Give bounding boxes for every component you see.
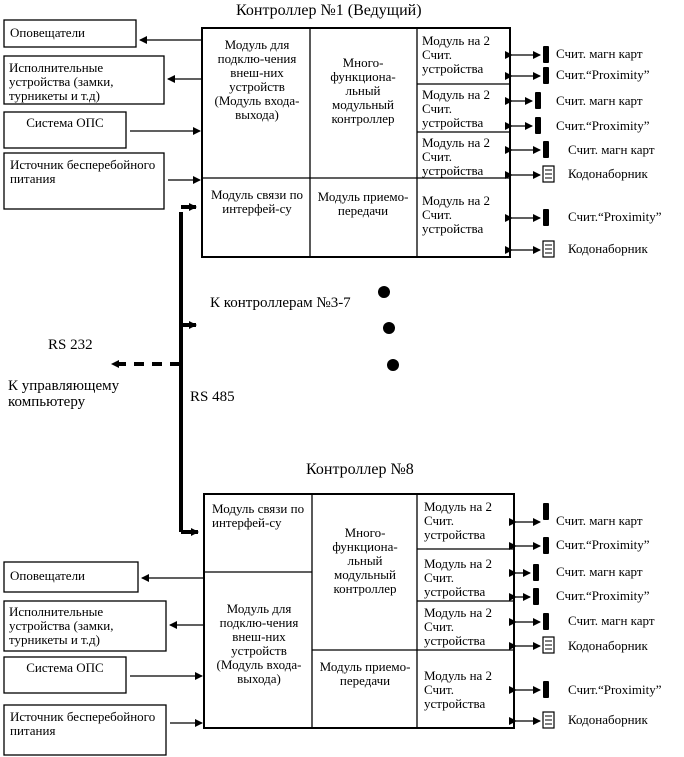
c8-device: Счит.“Proximity” [556, 588, 650, 603]
c8-trx-module: Модуль приемо-передачи [319, 659, 411, 689]
c1-device: Кодонаборник [568, 241, 648, 256]
c8-reader-module: Модуль на 2 Счит. устройства [424, 668, 493, 712]
c8-reader-module: Модуль на 2 Счит. устройства [424, 499, 493, 543]
c1-trx-module: Модуль приемо-передачи [317, 189, 409, 219]
rs232-label: RS 232 [48, 337, 93, 353]
c1-reader-module: Модуль на 2 Счит. устройства [422, 193, 491, 237]
rs485-label: RS 485 [190, 389, 235, 405]
c8-device: Кодонаборник [568, 712, 648, 727]
c8-device: Кодонаборник [568, 638, 648, 653]
c1-ext-ops: Система ОПС [26, 115, 104, 130]
c1-device: Счит. магн карт [568, 142, 655, 157]
c8-device: Счит. магн карт [568, 613, 655, 628]
c1-reader-module: Модуль на 2 Счит. устройства [422, 87, 491, 131]
c1-ext-notifiers: Оповещатели [10, 25, 86, 40]
c1-ext-ups: Источник бесперебойного питания [10, 157, 156, 187]
controller1-title: Контроллер №1 (Ведущий) [236, 2, 422, 19]
c1-device: Счит.“Proximity” [556, 118, 650, 133]
c8-ext-actuators: Исполнительные устройства (замки, турник… [9, 604, 114, 648]
to-controllers-label: К контроллерам №3-7 [210, 295, 351, 311]
c1-device: Счит. магн карт [556, 93, 643, 108]
c1-reader-module: Модуль на 2 Счит. устройства [422, 135, 491, 179]
c8-ext-ups: Источник бесперебойного питания [10, 709, 156, 739]
to-pc-label: К управляющему компьютеру [8, 378, 120, 411]
c1-device: Кодонаборник [568, 166, 648, 181]
c1-ext-actuators: Исполнительные устройства (замки, турник… [9, 60, 114, 104]
c8-ext-notifiers: Оповещатели [10, 568, 86, 583]
c1-mf-controller: Много-функциона-льный модульный контролл… [330, 55, 396, 127]
c8-ext-ops: Система ОПС [26, 660, 104, 675]
c1-iface-module: Модуль связи по интерфей-су [210, 187, 304, 217]
c8-mf-controller: Много-функциона-льный модульный контролл… [332, 525, 398, 597]
c8-reader-module: Модуль на 2 Счит. устройства [424, 556, 493, 600]
c1-device: Счит.“Proximity” [556, 67, 650, 82]
c1-io-module: Модуль для подклю-чения внеш-них устройс… [214, 37, 300, 123]
controller8-title: Контроллер №8 [306, 461, 414, 478]
controller8-frame [203, 493, 515, 729]
c8-iface-module: Модуль связи по интерфей-су [212, 501, 305, 531]
c8-io-module: Модуль для подклю-чения внеш-них устройс… [216, 601, 302, 687]
c1-device: Счит.“Proximity” [568, 209, 662, 224]
c8-reader-module: Модуль на 2 Счит. устройства [424, 605, 493, 649]
c8-device: Счит.“Proximity” [556, 537, 650, 552]
c1-reader-module: Модуль на 2 Счит. устройства [422, 33, 491, 77]
c8-device: Счит. магн карт [556, 513, 643, 528]
c8-device: Счит.“Proximity” [568, 682, 662, 697]
c1-device: Счит. магн карт [556, 46, 643, 61]
c8-device: Счит. магн карт [556, 564, 643, 579]
controller1-frame [201, 27, 511, 258]
